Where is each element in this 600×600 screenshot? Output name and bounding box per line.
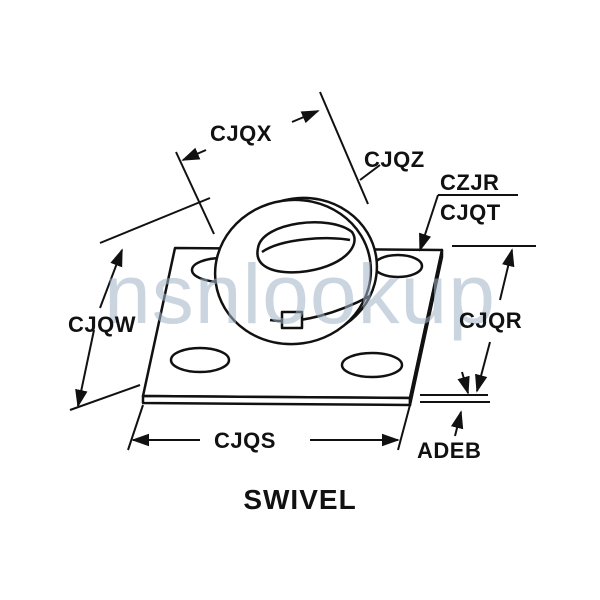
cjqx-dimension bbox=[175, 91, 369, 235]
eye-notch bbox=[280, 310, 304, 330]
label-cjqr: CJQR bbox=[459, 308, 523, 333]
czjr-leader-line bbox=[419, 194, 439, 252]
adeb-arrow-bottom bbox=[450, 410, 464, 437]
cjqr-arrow-top bbox=[499, 248, 515, 301]
cjqr-dimension bbox=[420, 245, 536, 396]
label-cjqw: CJQW bbox=[68, 312, 136, 337]
hole-bottom-left bbox=[169, 346, 231, 374]
cjqr-arrow-bottom bbox=[475, 341, 491, 393]
hole-bottom-right bbox=[340, 351, 404, 379]
cjqw-dimension bbox=[69, 197, 211, 411]
diagram-title: SWIVEL bbox=[243, 484, 357, 515]
label-czjr: CZJR bbox=[440, 170, 500, 195]
label-cjqt: CJQT bbox=[440, 200, 501, 225]
adeb-arrow-top bbox=[457, 371, 470, 395]
hole-top-right bbox=[372, 253, 424, 279]
cjqw-arrow-bottom bbox=[75, 329, 95, 408]
label-cjqz: CJQZ bbox=[364, 147, 425, 172]
plate-front-edge bbox=[141, 394, 412, 407]
eye-opening bbox=[256, 221, 356, 274]
cjqz-leader bbox=[359, 164, 381, 181]
adeb-dimension bbox=[420, 371, 490, 437]
cjqx-ext-right bbox=[319, 91, 369, 205]
cjqs-dimension bbox=[127, 404, 411, 451]
eye-inner-edge bbox=[261, 236, 351, 254]
cjqw-ext-top bbox=[99, 197, 211, 244]
czjr-cjqt-leader bbox=[419, 194, 518, 252]
cjqw-arrow-top bbox=[99, 248, 123, 309]
cjqx-ext-left bbox=[175, 151, 215, 235]
cjqx-arrow-left bbox=[181, 147, 207, 161]
swivel-eye bbox=[213, 196, 379, 346]
label-adeb: ADEB bbox=[417, 438, 482, 463]
cjqx-arrow-right bbox=[291, 110, 320, 124]
label-cjqx: CJQX bbox=[210, 121, 272, 146]
label-cjqs: CJQS bbox=[214, 428, 276, 453]
cjqs-ext-left bbox=[127, 404, 144, 451]
cjqs-ext-right bbox=[397, 404, 411, 451]
eye-base-edge bbox=[269, 294, 371, 323]
plate-side-edge bbox=[408, 248, 444, 407]
